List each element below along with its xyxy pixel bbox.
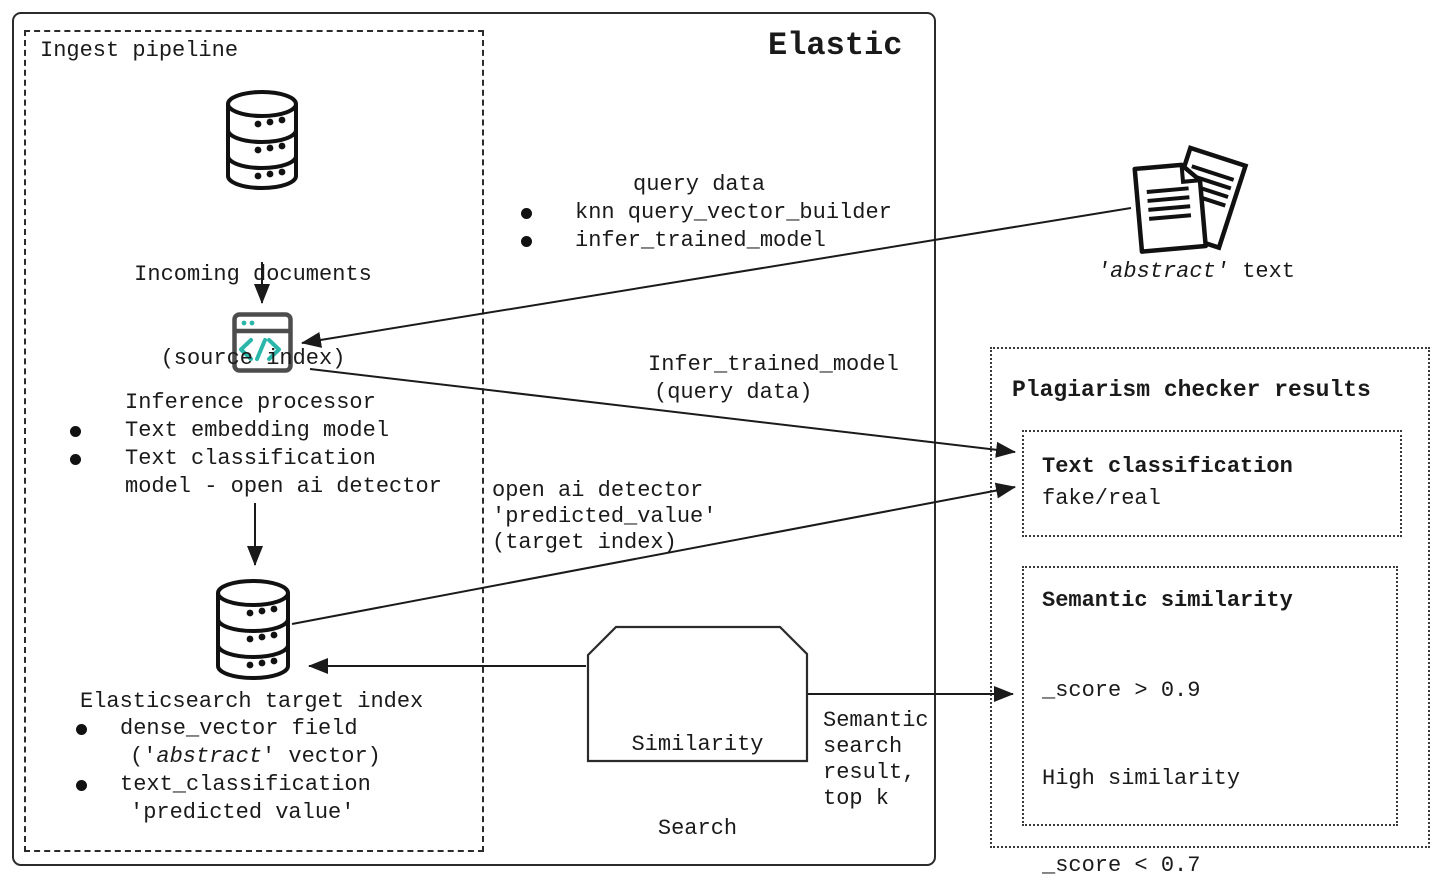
incoming-documents-line1: Incoming documents [134,262,372,287]
semantic-similarity-rules: _score > 0.9 High similarity _score < 0.… [1042,619,1293,880]
inference-processor-title: Inference processor [125,390,376,415]
target-dense-post: ' vector) [262,744,381,769]
similarity-search-label: Similarity Search [588,675,807,880]
query-data-title: query data [633,172,766,197]
text-classification-title: Text classification [1042,454,1293,479]
target-bullet-dense-vector-line1: dense_vector field [120,716,358,741]
target-dense-pre: (' [130,744,157,769]
semantic-rule-line: _score < 0.7 [1042,853,1201,878]
semantic-result-label-line2: search [823,734,903,759]
semantic-result-label-line1: Semantic [823,708,929,733]
semantic-similarity-box [1022,566,1398,826]
infer-trained-model-label-line2: (query data) [654,380,813,405]
open-ai-detector-label-line3: (target index) [492,530,677,555]
text-classification-value: fake/real [1042,486,1161,511]
target-bullet-text-classification-line2: 'predicted value' [130,800,355,825]
plagiarism-results-title: Plagiarism checker results [1012,377,1371,403]
inference-bullet-classification-line2: model - open ai detector [125,474,442,499]
bullet-dot [76,724,87,735]
semantic-similarity-title: Semantic similarity [1042,588,1293,613]
abstract-text-rest: text [1229,259,1296,284]
open-ai-detector-label-line1: open ai detector [492,478,704,503]
inference-bullet-classification-line1: Text classification [125,446,376,471]
semantic-rule-line: _score > 0.9 [1042,678,1201,703]
target-bullet-text-classification-line1: text_classification [120,772,371,797]
open-ai-detector-label-line2: 'predicted_value' [492,504,717,529]
bullet-dot [76,780,87,791]
bullet-dot [521,236,532,247]
semantic-result-label-line4: top k [823,786,890,811]
infer-trained-model-label-line1: Infer_trained_model [648,352,899,377]
target-index-title: Elasticsearch target index [80,689,424,714]
semantic-rule-line: High similarity [1042,765,1241,791]
query-bullet-infer: infer_trained_model [575,228,826,253]
elastic-label: Elastic [768,27,903,64]
incoming-documents-line2: (source index) [160,346,346,371]
bullet-dot [521,208,532,219]
inference-bullet-embedding: Text embedding model [125,418,390,443]
query-bullet-knn: knn query_vector_builder [575,200,892,225]
incoming-documents-label: Incoming documents (source index) [83,205,423,429]
abstract-text-label: 'abstract' text [1076,258,1316,286]
bullet-dot [70,454,81,465]
similarity-search-line1: Similarity [631,732,764,757]
ingest-pipeline-title: Ingest pipeline [40,38,239,63]
abstract-text-italic: 'abstract' [1096,259,1229,284]
similarity-search-line2: Search [657,816,738,841]
target-bullet-dense-vector-line2: ('abstract' vector) [130,743,381,771]
documents-icon [1132,145,1249,254]
semantic-result-label-line3: result, [823,760,916,785]
bullet-dot [70,426,81,437]
target-dense-abstract: abstract [156,744,263,769]
text-classification-box [1022,430,1402,537]
